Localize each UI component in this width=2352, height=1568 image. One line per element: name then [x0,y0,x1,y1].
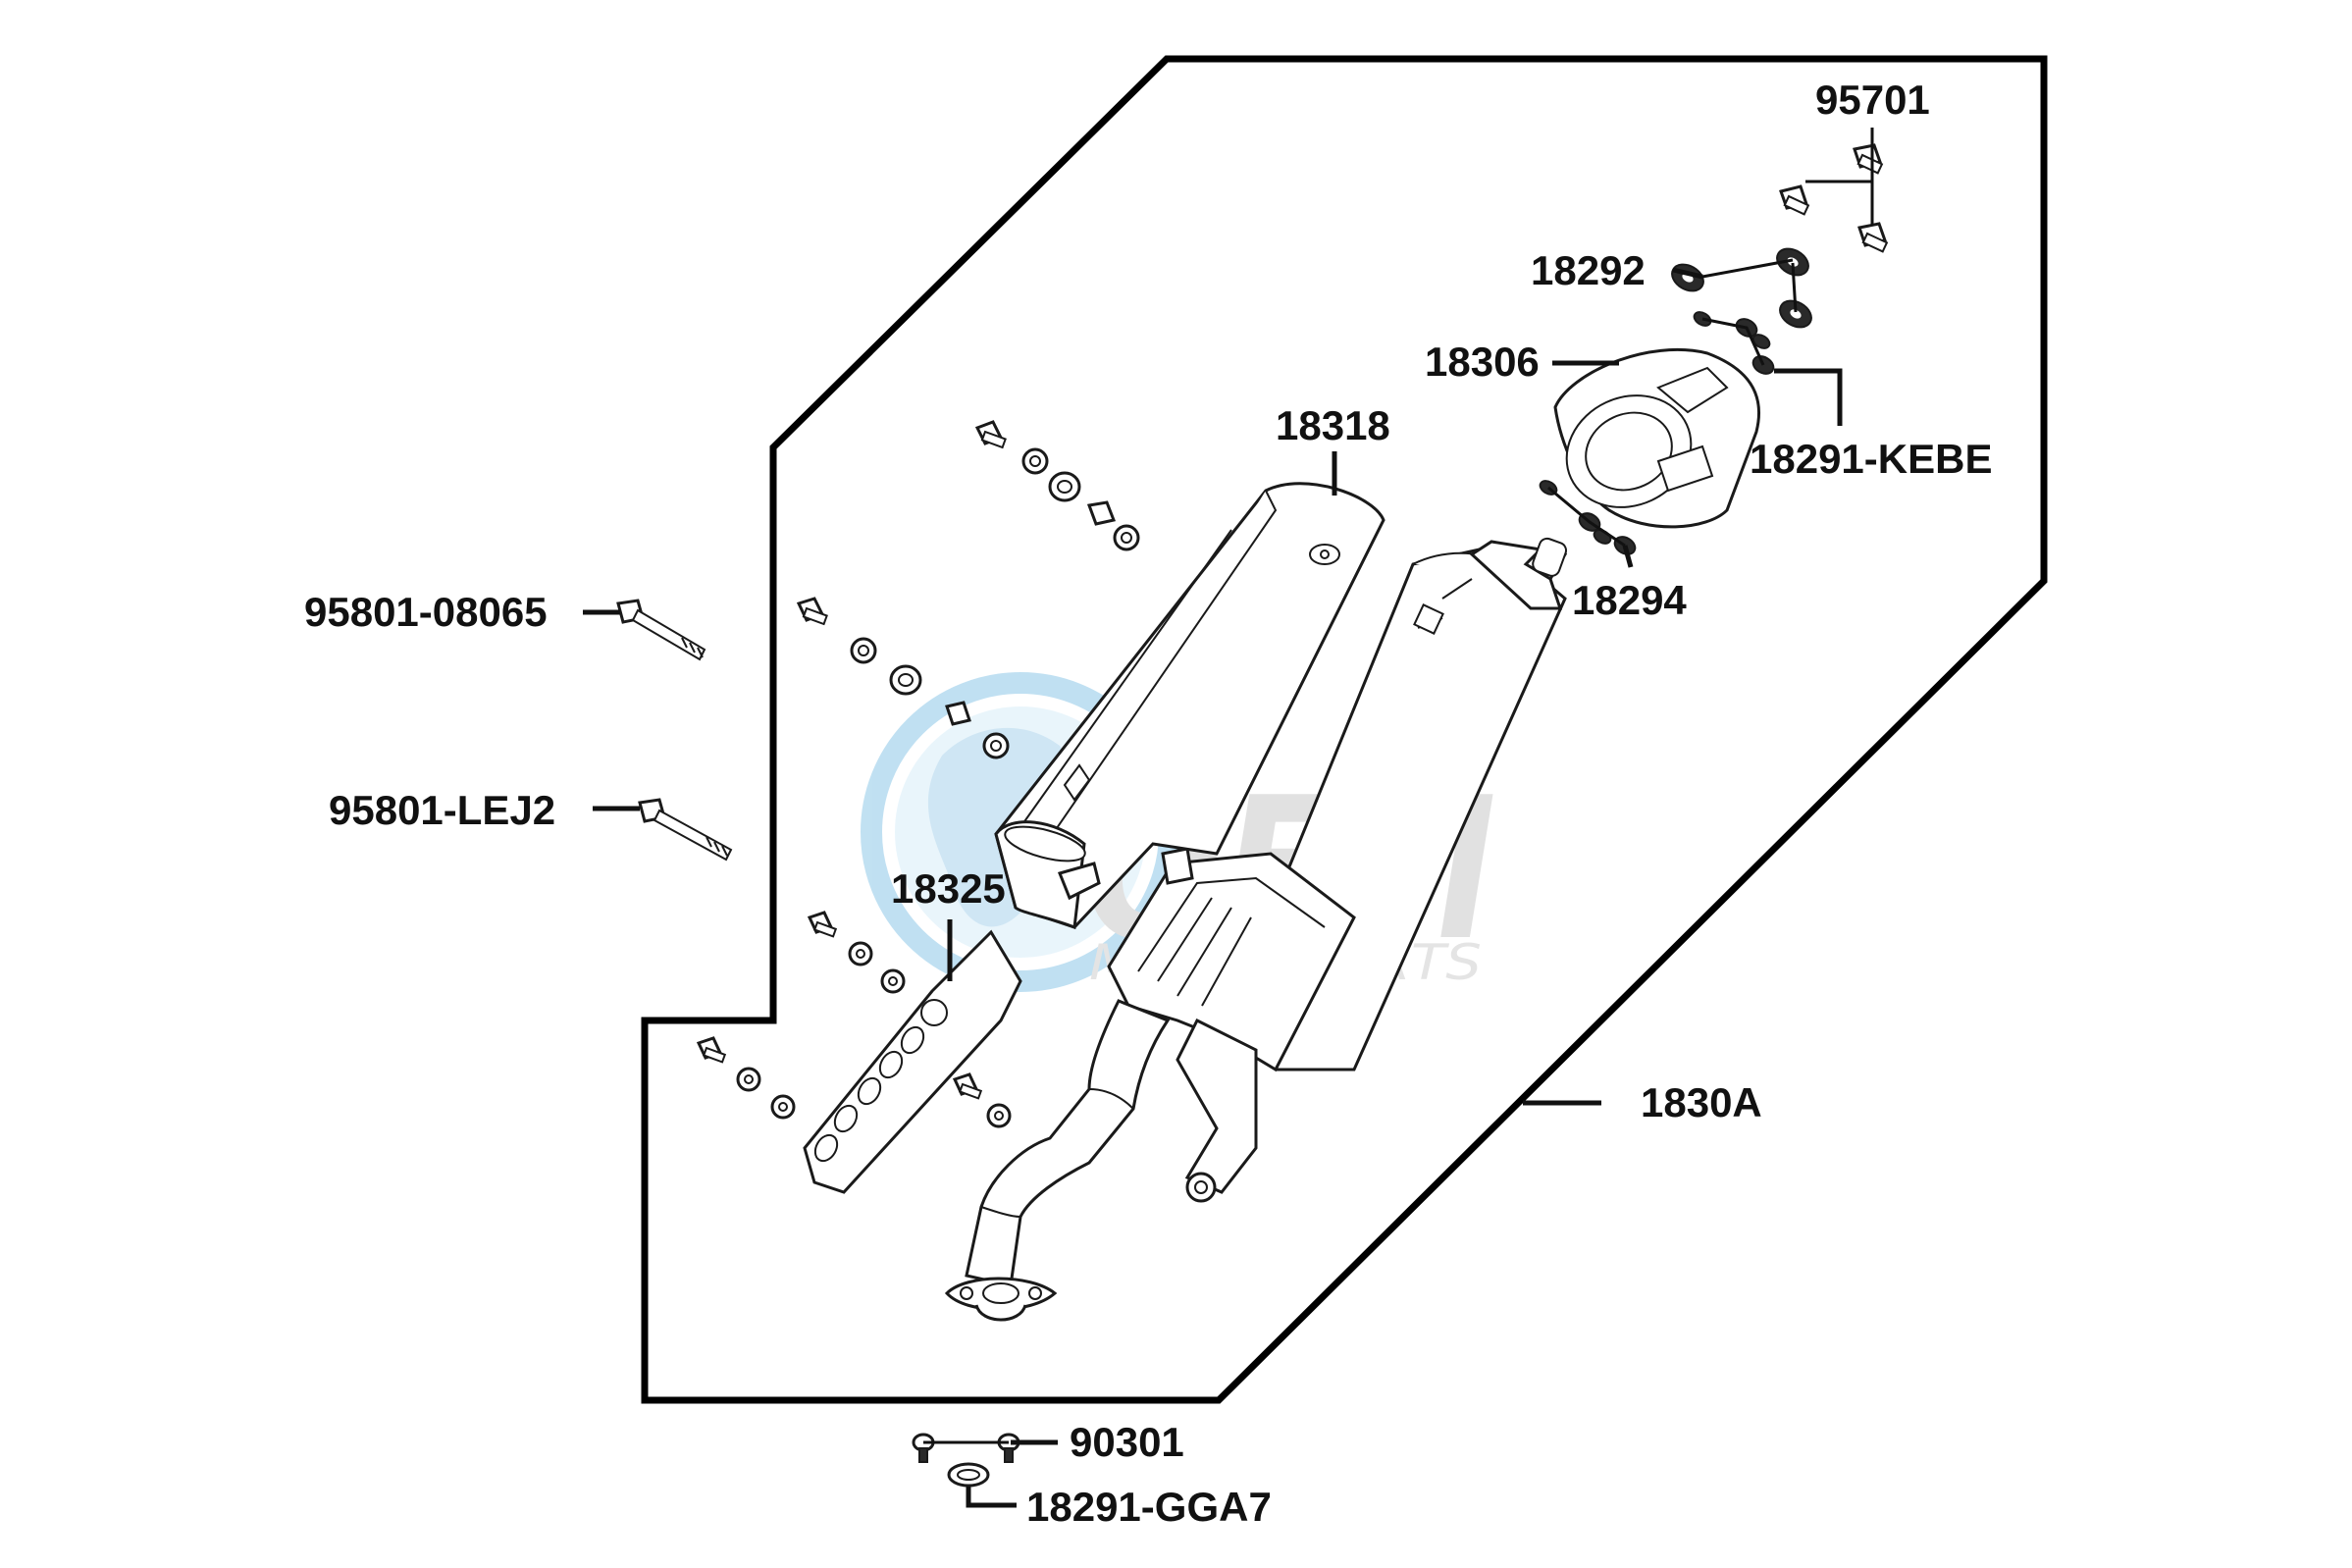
label-18306: 18306 [1425,339,1540,385]
spacer-icon [945,701,971,726]
long-bolt-icon [616,599,706,661]
label-18292: 18292 [1531,247,1646,293]
long-bolt-icon [638,798,733,862]
label-18325: 18325 [891,865,1006,912]
label-95801-lej2: 95801-LEJ2 [329,787,555,833]
label-1830a: 1830A [1641,1079,1762,1125]
leader-lines [583,128,1874,1508]
spacer-icon [1086,500,1117,526]
screw-icon [912,1433,935,1463]
bolt-icon [696,1036,727,1064]
lower-heat-shield [803,929,1022,1194]
muffler-bracket [1107,847,1356,1203]
label-18318: 18318 [1276,402,1390,448]
tail-cover [1553,347,1761,529]
assembly-frame [641,55,2048,1404]
bolt-icon [1857,222,1889,253]
bolt-icon [807,911,838,938]
bolt-icon [1853,143,1884,175]
label-18291-gga7: 18291-GGA7 [1026,1484,1272,1530]
bolt-icon [974,420,1007,449]
label-18294: 18294 [1572,577,1687,623]
grommet-icon [1779,299,1812,329]
exhaust-pipe [944,999,1171,1322]
screw-icon [997,1433,1020,1463]
heat-shield [994,482,1385,930]
label-90301: 90301 [1070,1419,1184,1465]
label-95701: 95701 [1815,77,1930,123]
part-labels: 95701 18292 18306 18291-KEBE 18318 18294… [304,77,1992,1530]
label-95801-08065: 95801-08065 [304,589,548,635]
bolt-icon [952,1072,983,1100]
bolt-icon [1779,184,1810,216]
bolt-icon [796,597,828,626]
label-18291-kebe: 18291-KEBE [1750,436,1992,482]
exhaust-flange [944,1277,1058,1322]
gasket-icon [947,1462,990,1488]
